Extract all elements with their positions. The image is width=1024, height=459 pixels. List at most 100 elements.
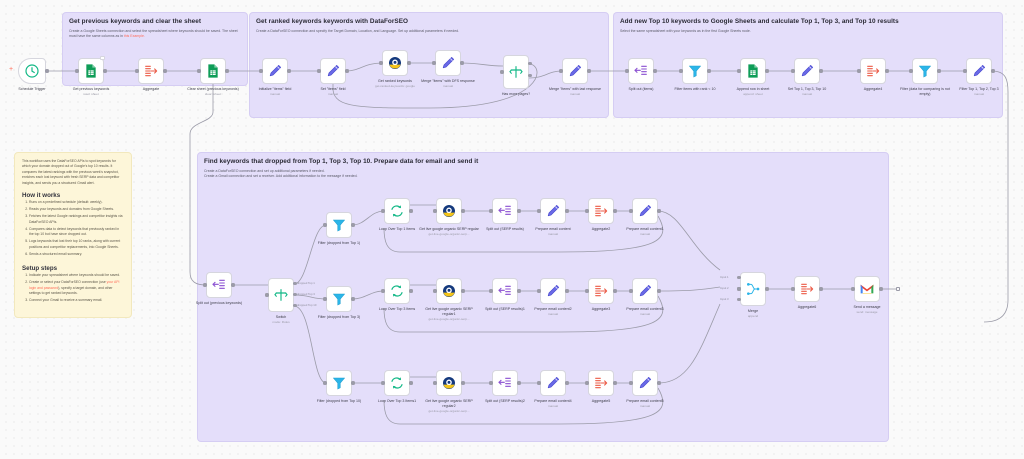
node-output-port[interactable] bbox=[293, 293, 297, 297]
node-n43[interactable] bbox=[854, 276, 880, 302]
add-node-plus-left[interactable]: + bbox=[9, 66, 14, 73]
merge-input-port[interactable] bbox=[737, 298, 741, 302]
node-input-port[interactable] bbox=[433, 381, 437, 385]
node-output-port[interactable] bbox=[613, 209, 617, 213]
node-n39[interactable] bbox=[588, 370, 614, 396]
node-n10[interactable] bbox=[562, 58, 588, 84]
node-n19[interactable] bbox=[268, 278, 294, 312]
node-output-port[interactable] bbox=[613, 289, 617, 293]
node-n34[interactable] bbox=[326, 370, 352, 396]
node-output-port[interactable] bbox=[345, 69, 349, 73]
node-n37[interactable] bbox=[492, 370, 518, 396]
node-output-port[interactable] bbox=[565, 209, 569, 213]
node-output-port[interactable] bbox=[885, 69, 889, 73]
node-n41[interactable] bbox=[740, 272, 766, 306]
node-input-port[interactable] bbox=[585, 209, 589, 213]
node-input-port[interactable] bbox=[791, 287, 795, 291]
node-input-port[interactable] bbox=[381, 381, 385, 385]
node-n14[interactable] bbox=[794, 58, 820, 84]
node-output-port[interactable] bbox=[517, 209, 521, 213]
node-output-port[interactable] bbox=[991, 69, 995, 73]
node-input-port[interactable] bbox=[851, 287, 855, 291]
node-n23[interactable] bbox=[492, 198, 518, 224]
node-input-port[interactable] bbox=[323, 223, 327, 227]
node-input-port[interactable] bbox=[585, 289, 589, 293]
node-n13[interactable] bbox=[740, 58, 766, 84]
node-n28[interactable] bbox=[384, 278, 410, 304]
node-n7[interactable] bbox=[382, 50, 408, 76]
node-input-port[interactable] bbox=[963, 69, 967, 73]
node-output-port[interactable] bbox=[351, 223, 355, 227]
node-output-port[interactable] bbox=[765, 287, 769, 291]
node-input-port[interactable] bbox=[559, 69, 563, 73]
node-n38[interactable] bbox=[540, 370, 566, 396]
node-output-port[interactable] bbox=[409, 381, 413, 385]
node-n36[interactable] bbox=[436, 370, 462, 396]
node-input-port[interactable] bbox=[537, 381, 541, 385]
node-input-port[interactable] bbox=[75, 69, 79, 73]
node-input-port[interactable] bbox=[433, 289, 437, 293]
node-input-port[interactable] bbox=[791, 69, 795, 73]
node-output-port[interactable] bbox=[528, 74, 532, 78]
node-n12[interactable] bbox=[682, 58, 708, 84]
node-n22[interactable] bbox=[436, 198, 462, 224]
sticky-note-2[interactable]: Get ranked keywords keywords with DataFo… bbox=[249, 12, 609, 118]
node-input-port[interactable] bbox=[629, 381, 633, 385]
node-n27[interactable] bbox=[326, 286, 352, 312]
node-input-port[interactable] bbox=[489, 381, 493, 385]
node-input-port[interactable] bbox=[317, 69, 321, 73]
node-input-port[interactable] bbox=[857, 69, 861, 73]
node-output-port[interactable] bbox=[163, 69, 167, 73]
node-n2[interactable] bbox=[78, 56, 105, 84]
node-n29[interactable] bbox=[436, 278, 462, 304]
node-output-port[interactable] bbox=[657, 381, 661, 385]
info-setup-link[interactable]: your API login and password bbox=[29, 280, 120, 290]
node-n9[interactable] bbox=[503, 55, 529, 89]
node-output-port[interactable] bbox=[587, 69, 591, 73]
node-n42[interactable] bbox=[794, 276, 820, 302]
node-input-port[interactable] bbox=[323, 297, 327, 301]
node-input-port[interactable] bbox=[585, 381, 589, 385]
node-input-port[interactable] bbox=[381, 209, 385, 213]
node-n20[interactable] bbox=[326, 212, 352, 238]
node-n6[interactable] bbox=[320, 58, 346, 84]
node-input-port[interactable] bbox=[259, 69, 263, 73]
node-input-port[interactable] bbox=[909, 69, 913, 73]
node-n26[interactable] bbox=[632, 198, 658, 224]
node-output-port[interactable] bbox=[653, 69, 657, 73]
node-output-port[interactable] bbox=[657, 289, 661, 293]
node-output-port[interactable] bbox=[293, 304, 297, 308]
node-n16[interactable] bbox=[912, 58, 938, 84]
node-n25[interactable] bbox=[588, 198, 614, 224]
merge-input-port[interactable] bbox=[737, 287, 741, 291]
node-n8[interactable] bbox=[435, 50, 461, 76]
node-output-port[interactable] bbox=[103, 69, 107, 73]
node-n4[interactable] bbox=[200, 58, 226, 84]
node-output-port[interactable] bbox=[461, 289, 465, 293]
node-output-port[interactable] bbox=[657, 209, 661, 213]
node-input-port[interactable] bbox=[489, 289, 493, 293]
node-n3[interactable] bbox=[138, 58, 164, 84]
node-input-port[interactable] bbox=[135, 69, 139, 73]
node-output-port[interactable] bbox=[461, 209, 465, 213]
info-sticky-note[interactable]: This workflow uses the DataForSEO APIs t… bbox=[14, 152, 132, 318]
node-input-port[interactable] bbox=[537, 209, 541, 213]
node-output-port[interactable] bbox=[819, 69, 823, 73]
node-n21[interactable] bbox=[384, 198, 410, 224]
node-output-port[interactable] bbox=[765, 69, 769, 73]
node-output-port[interactable] bbox=[407, 61, 411, 65]
node-input-port[interactable] bbox=[489, 209, 493, 213]
node-n1[interactable] bbox=[18, 58, 46, 84]
node-output-port[interactable] bbox=[287, 69, 291, 73]
node-output-port[interactable] bbox=[565, 381, 569, 385]
node-input-port[interactable] bbox=[323, 381, 327, 385]
node-n35[interactable] bbox=[384, 370, 410, 396]
node-n30[interactable] bbox=[492, 278, 518, 304]
node-input-port[interactable] bbox=[679, 69, 683, 73]
node-output-port[interactable] bbox=[565, 289, 569, 293]
node-output-port[interactable] bbox=[351, 297, 355, 301]
node-input-port[interactable] bbox=[432, 61, 436, 65]
node-n40[interactable] bbox=[632, 370, 658, 396]
add-node-endpoint[interactable] bbox=[896, 287, 900, 291]
